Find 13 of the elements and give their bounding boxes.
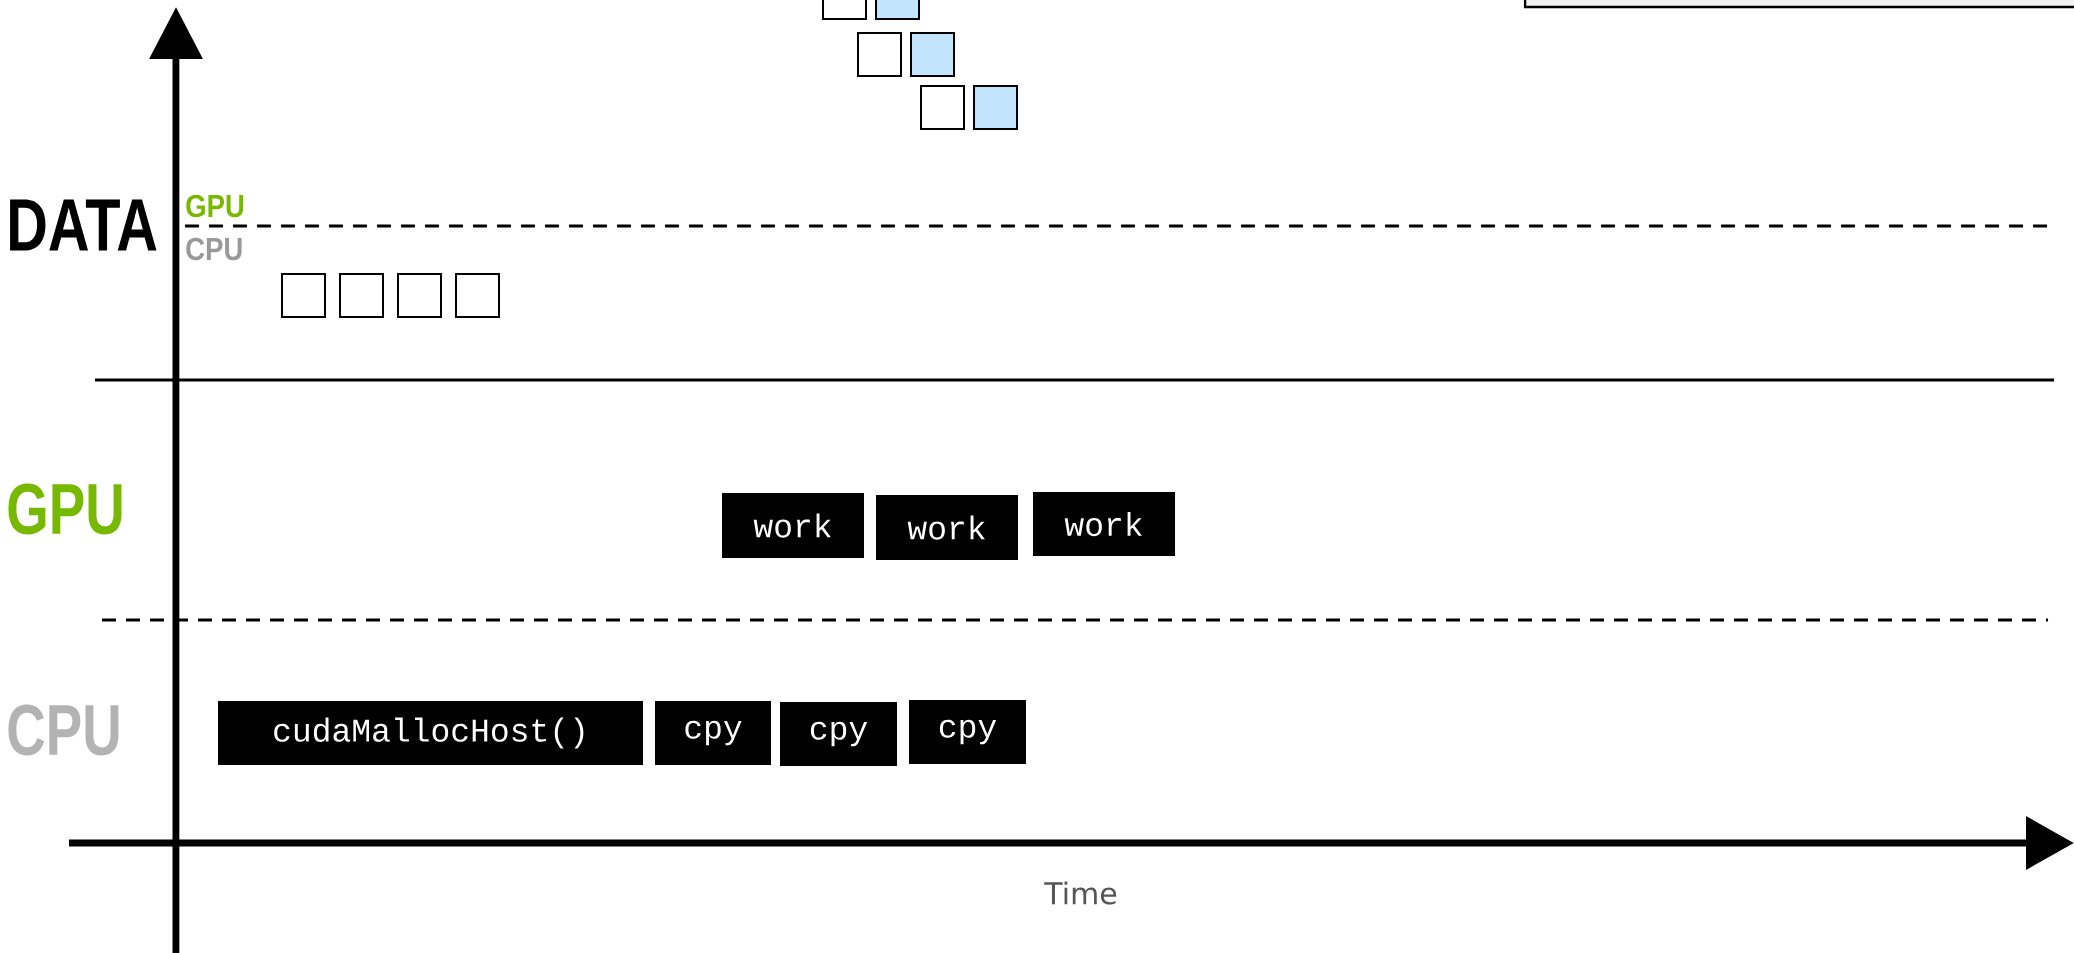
- row-label: GPU: [8, 483, 122, 535]
- code-box: work: [1033, 492, 1175, 556]
- lane-label: CPU: [186, 237, 242, 261]
- axis-label: Time: [1044, 881, 1117, 905]
- row-label: CPU: [8, 704, 119, 756]
- code-box: cudaMallocHost(): [218, 701, 643, 765]
- lane-label: GPU: [186, 194, 244, 218]
- code-box: cpy: [909, 700, 1026, 764]
- code-box: cpy: [780, 702, 897, 766]
- code-box: cpy: [655, 701, 771, 765]
- code-box: work: [876, 495, 1018, 560]
- code-box: work: [722, 493, 864, 558]
- row-label: DATA: [10, 199, 157, 251]
